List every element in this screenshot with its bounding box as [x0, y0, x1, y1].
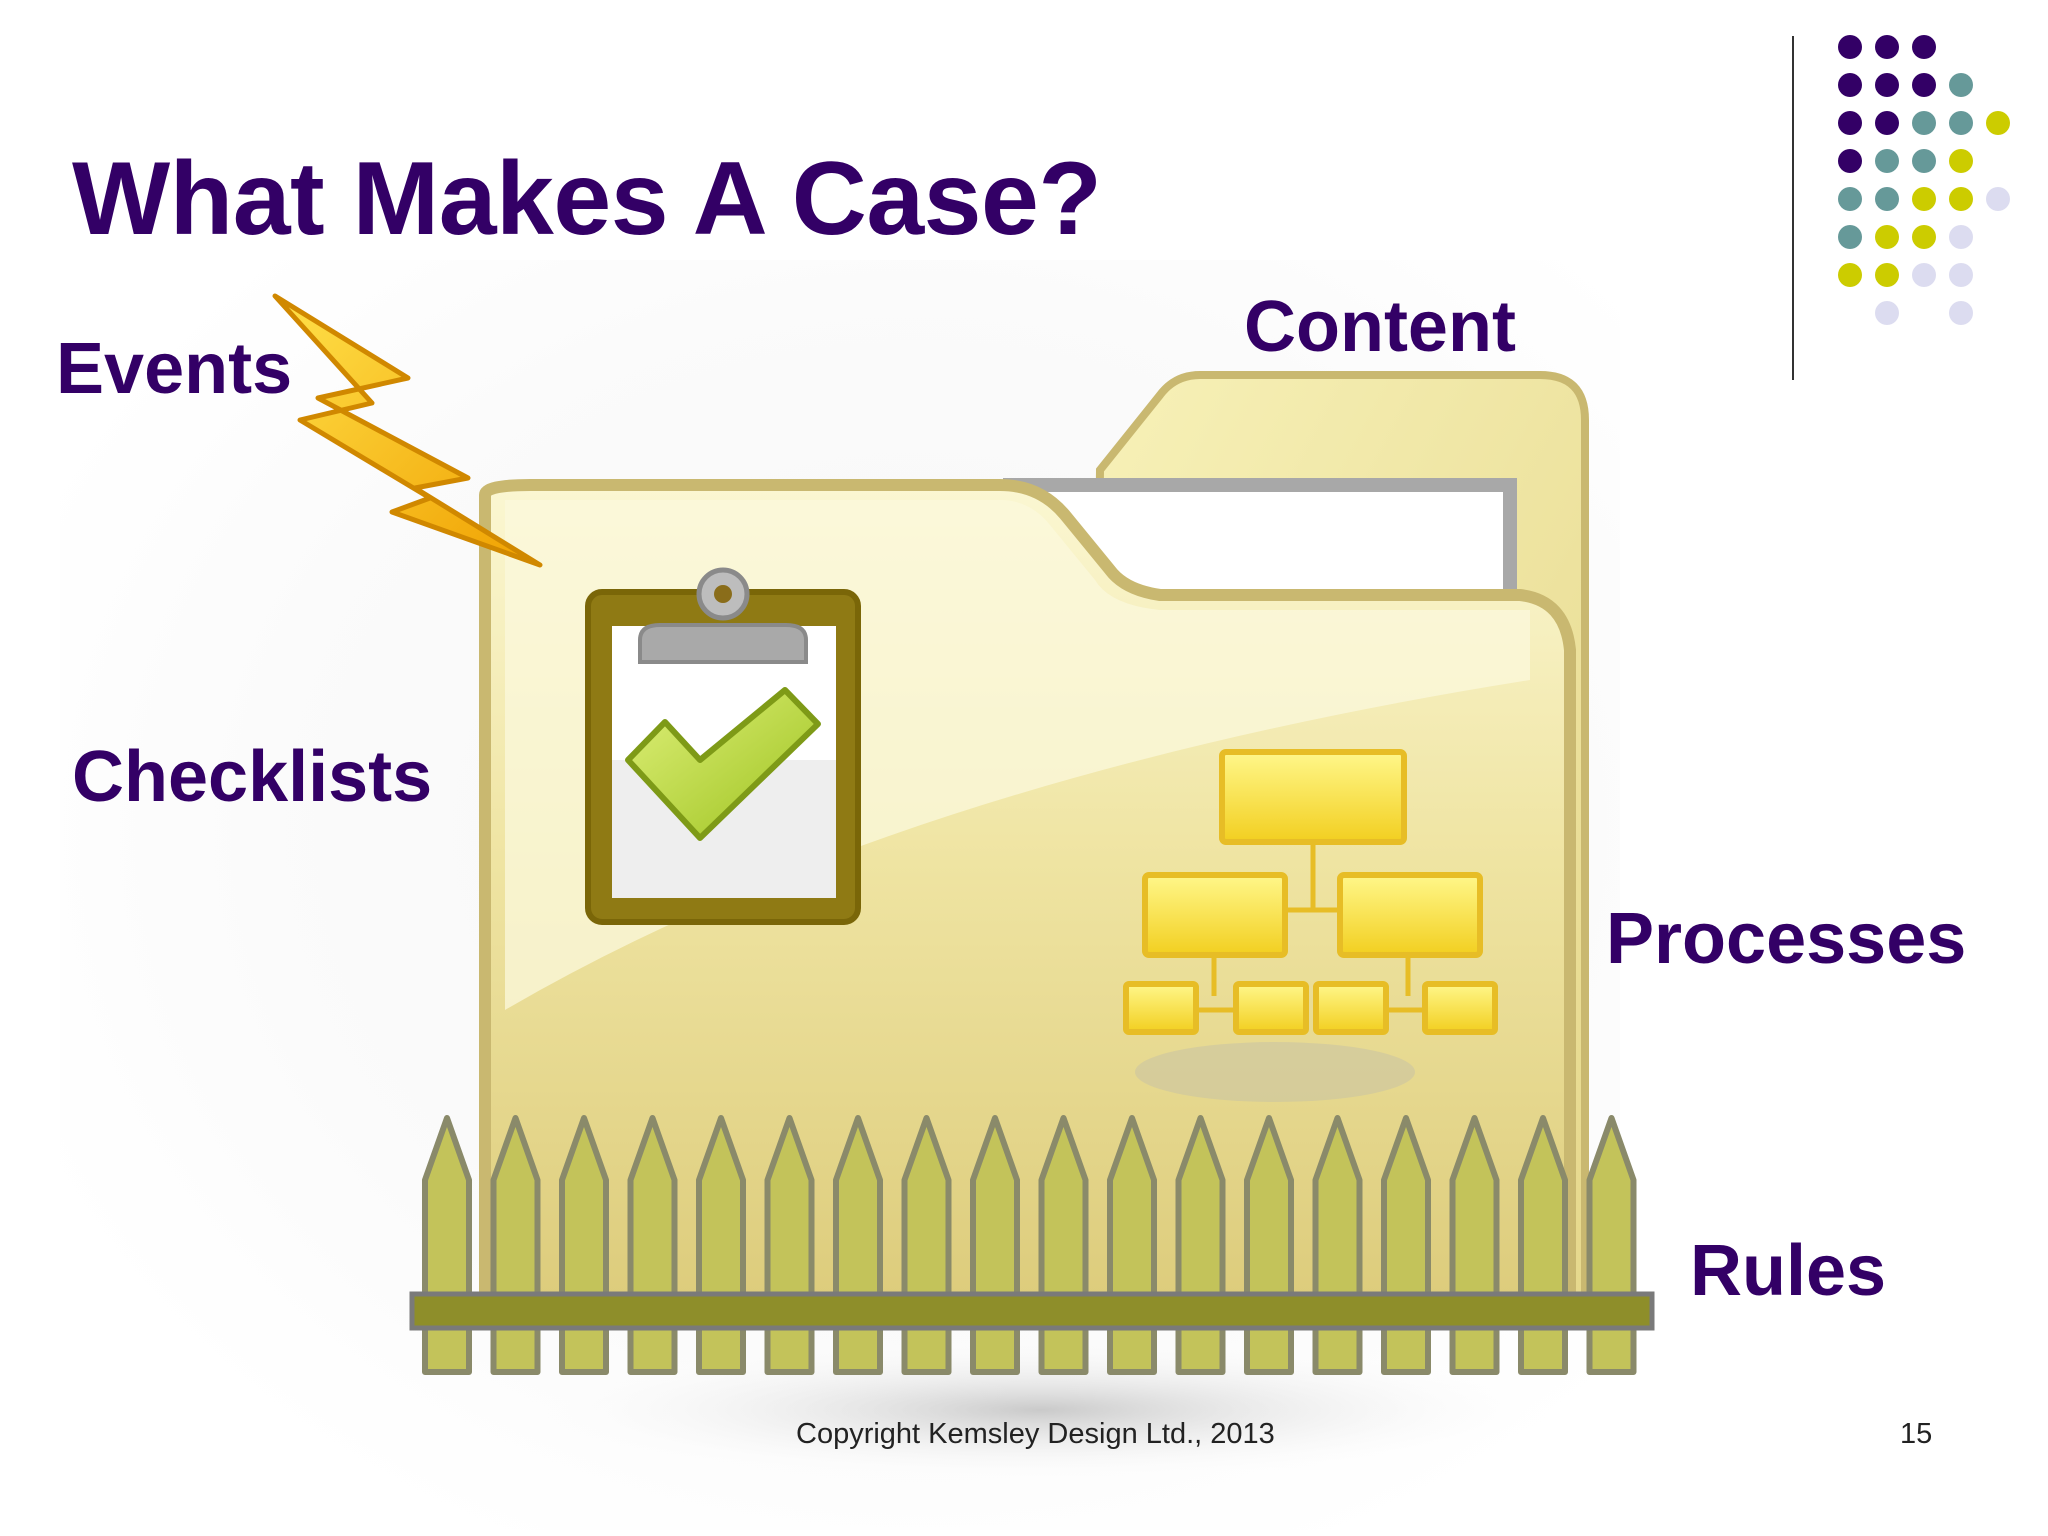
fence-picket	[696, 1115, 746, 1375]
rules-label: Rules	[1690, 1231, 1887, 1311]
fence-icon	[409, 1115, 1655, 1375]
processes-label: Processes	[1606, 899, 1967, 979]
fence-picket	[970, 1115, 1020, 1375]
fence-picket	[1312, 1115, 1363, 1375]
fence-picket	[764, 1115, 815, 1375]
copyright-footer: Copyright Kemsley Design Ltd., 2013	[796, 1418, 1275, 1450]
fence-picket	[1175, 1115, 1226, 1375]
fence-picket	[1518, 1115, 1568, 1375]
org-chart-icon	[1123, 749, 1498, 1102]
fence-rail	[409, 1291, 1655, 1331]
fence-picket	[559, 1115, 609, 1375]
events-label: Events	[56, 329, 293, 409]
fence-picket	[1449, 1115, 1500, 1375]
fence-picket	[1586, 1115, 1637, 1375]
fence-picket	[901, 1115, 952, 1375]
vertical-divider	[1792, 36, 1794, 380]
clipboard-check-icon	[585, 567, 861, 925]
fence-picket	[833, 1115, 883, 1375]
slide-title: What Makes A Case?	[72, 141, 1102, 257]
page-number: 15	[1900, 1418, 1933, 1450]
fence-picket	[627, 1115, 678, 1375]
fence-picket	[490, 1115, 541, 1375]
fence-picket	[1381, 1115, 1431, 1375]
content-label: Content	[1244, 287, 1516, 367]
fence-picket	[1244, 1115, 1294, 1375]
fence-picket	[422, 1115, 472, 1375]
decorative-dot-grid	[1838, 35, 2010, 325]
lightning-bolt-icon	[272, 293, 543, 568]
fence-picket	[1038, 1115, 1089, 1375]
checklists-label: Checklists	[72, 737, 433, 817]
fence-picket	[1107, 1115, 1157, 1375]
